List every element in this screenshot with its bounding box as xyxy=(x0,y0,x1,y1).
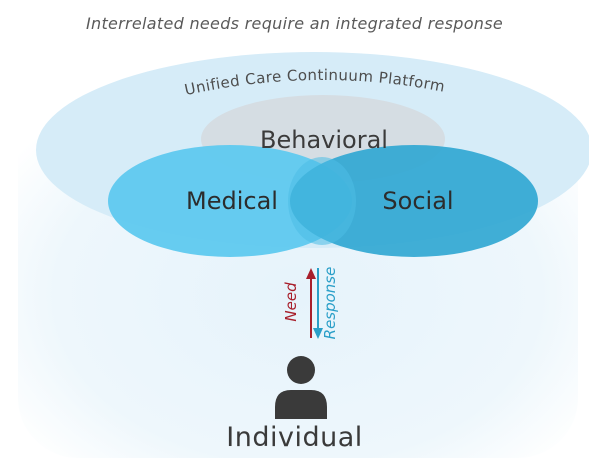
person-icon xyxy=(275,356,327,419)
medical-social-overlap xyxy=(288,157,356,245)
response-arrow xyxy=(313,268,323,339)
individual-label: Individual xyxy=(226,422,363,453)
medical-ellipse xyxy=(108,145,352,257)
behavioral-label: Behavioral xyxy=(260,126,388,154)
medical-label: Medical xyxy=(186,187,278,215)
social-ellipse xyxy=(290,145,538,257)
social-label: Social xyxy=(382,187,453,215)
need-label: Need xyxy=(282,282,300,322)
response-label: Response xyxy=(321,267,339,340)
need-arrow xyxy=(306,268,316,338)
tagline: Interrelated needs require an integrated… xyxy=(85,14,504,33)
